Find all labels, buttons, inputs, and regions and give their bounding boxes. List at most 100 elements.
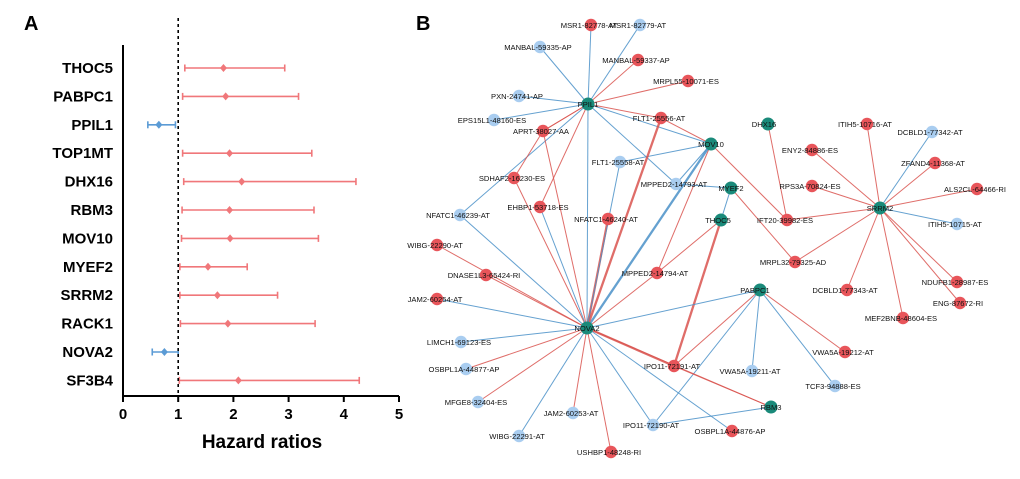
node-label: MANBAL-59335-AP	[504, 43, 572, 52]
node-label: ZFAND4-11368-AT	[901, 159, 965, 168]
network-node: USHBP1-48248-RI	[577, 445, 641, 459]
node-circle	[613, 155, 627, 169]
forest-row: DHX16	[65, 174, 357, 191]
node-label: PPIL1	[578, 100, 599, 109]
node-label: NOVA2	[574, 324, 599, 333]
network-node: PPIL1	[578, 97, 599, 111]
network-node: MYEF2	[718, 181, 744, 195]
hr-marker	[222, 92, 230, 101]
node-label: MYEF2	[718, 184, 743, 193]
x-tick-label: 1	[174, 406, 182, 423]
node-circle	[764, 400, 778, 414]
network-node: SRRM2	[867, 201, 893, 215]
network-node: IFT20-39982-ES	[757, 213, 813, 227]
node-circle	[950, 275, 964, 289]
network-edge	[673, 365, 772, 408]
network-node: DCBLD1-77342-AT	[897, 125, 963, 139]
node-circle	[970, 182, 984, 196]
node-circle	[873, 201, 887, 215]
network-edge	[587, 103, 677, 185]
node-circle	[454, 335, 468, 349]
node-circle	[604, 445, 618, 459]
network-edge	[879, 207, 958, 225]
network-edge	[751, 289, 761, 372]
network-node: NDUFB1-28987-ES	[922, 275, 989, 289]
network-edge	[587, 103, 662, 119]
node-label: TCF3-94888-ES	[805, 382, 860, 391]
row-label: MYEF2	[63, 259, 113, 276]
network-edge	[587, 103, 712, 145]
network-node: MRPL32-79325-AD	[760, 255, 827, 269]
network-edge	[586, 161, 621, 329]
node-circle	[487, 113, 501, 127]
network-edge	[673, 289, 761, 367]
network-edge	[652, 289, 761, 426]
row-label: RBM3	[70, 202, 113, 219]
node-label: MFGE8-32404-ES	[445, 398, 507, 407]
network-edge	[586, 103, 589, 329]
node-circle	[533, 40, 547, 54]
node-label: VWA5A-19212-AT	[812, 348, 874, 357]
forest-rows: THOC5PABPC1PPIL1TOP1MTDHX16RBM3MOV10MYEF…	[52, 60, 361, 389]
node-label: EPS15L1-48160-ES	[458, 116, 526, 125]
network-nodes: PPIL1MOV10DHX16MYEF2THOC5SRRM2PABPC1NOVA…	[407, 18, 1006, 459]
network-node: IPO11-72191-AT	[644, 359, 700, 373]
hr-marker	[213, 291, 221, 300]
node-label: APRT-38027-AA	[513, 127, 570, 136]
network-node: MPPED2-14793-AT	[641, 177, 708, 191]
network-edge	[759, 289, 846, 353]
hr-marker	[204, 262, 212, 271]
forest-row: RACK1	[61, 316, 316, 333]
node-label: NDUFB1-28987-ES	[922, 278, 989, 287]
network-edge	[460, 327, 588, 343]
network-edge	[542, 103, 589, 132]
forest-row: PABPC1	[53, 88, 300, 105]
row-label: SRRM2	[60, 287, 113, 304]
network-node: MOV10	[698, 137, 724, 151]
row-label: DHX16	[65, 174, 113, 191]
node-circle	[566, 406, 580, 420]
network-edge	[586, 272, 658, 329]
node-circle	[479, 268, 493, 282]
network-edge	[585, 117, 663, 329]
node-label: NFATC1-46239-AT	[426, 211, 490, 220]
node-label: PXN-24741-AP	[491, 92, 543, 101]
node-circle	[533, 200, 547, 214]
network-edge	[587, 80, 689, 105]
node-circle	[453, 208, 467, 222]
node-circle	[840, 283, 854, 297]
node-label: MRPL55-10071-ES	[653, 77, 719, 86]
node-label: ENG-87672-RI	[933, 299, 983, 308]
network-node: SDHAF2-16230-ES	[479, 171, 545, 185]
network-node: VWA5A-19211-AT	[719, 364, 781, 378]
hr-marker	[224, 319, 232, 328]
network-edge	[710, 143, 788, 221]
network-edge	[879, 162, 936, 209]
network-node: PXN-24741-AP	[491, 89, 543, 103]
network-node: VWA5A-19212-AT	[812, 345, 874, 359]
node-label: FLT1-25558-AT	[592, 158, 645, 167]
node-circle	[953, 296, 967, 310]
row-label: SF3B4	[66, 372, 113, 389]
network-node: ALS2CL-64466-RI	[944, 182, 1006, 196]
network-node: JAM2-60254-AT	[408, 292, 463, 306]
row-label: MOV10	[62, 230, 113, 247]
network-edge	[513, 130, 544, 179]
network-node: NOVA2	[574, 321, 600, 335]
network-node: RBM3	[760, 400, 782, 414]
network-node: DHX16	[752, 117, 776, 131]
network-edge	[587, 24, 592, 105]
row-label: TOP1MT	[52, 145, 113, 162]
network-edge	[866, 123, 881, 209]
forest-row: MOV10	[62, 230, 320, 247]
network-edge	[436, 244, 588, 329]
network-edge	[730, 187, 796, 263]
network-edge	[619, 143, 712, 163]
node-label: MRPL32-79325-AD	[760, 258, 827, 267]
network-node: MRPL55-10071-ES	[653, 74, 719, 88]
network-edge	[879, 188, 978, 209]
network-edge	[493, 103, 589, 121]
hr-marker	[219, 64, 227, 72]
network-node: MPPED2-14794-AT	[622, 266, 689, 280]
node-circle	[512, 89, 526, 103]
